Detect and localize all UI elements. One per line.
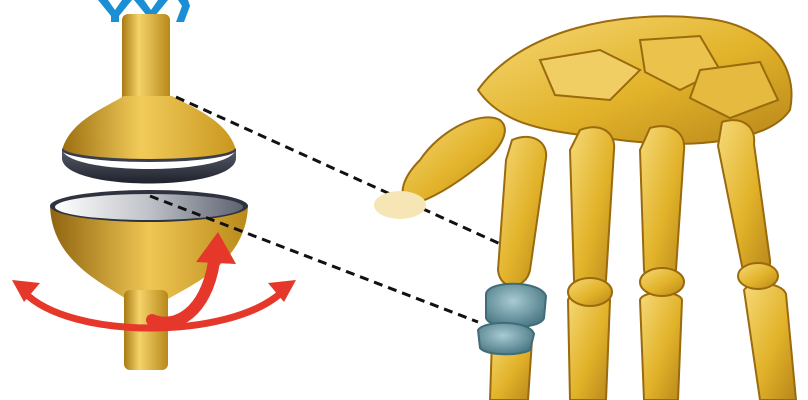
little-metacarpal	[718, 120, 770, 277]
ring-metacarpal	[640, 126, 684, 285]
middle-metacarpal	[570, 127, 614, 295]
thumb-bone	[403, 117, 505, 205]
joint-model	[12, 14, 296, 370]
little-phalanx	[744, 284, 796, 400]
cup-inner	[55, 194, 243, 220]
upper-shaft	[122, 14, 170, 106]
ring-phalanx	[640, 293, 682, 400]
hand-skeleton	[374, 16, 796, 400]
highlighted-joint	[478, 284, 546, 355]
index-metacarpal	[498, 137, 546, 286]
middle-phalanx	[568, 293, 610, 400]
